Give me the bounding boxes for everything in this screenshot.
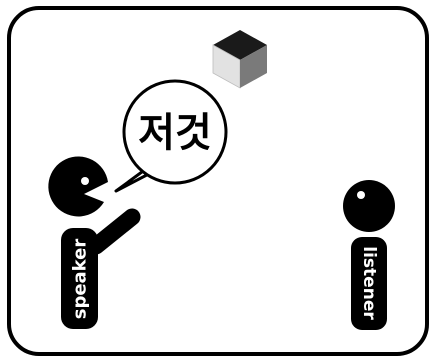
speaker-head [48, 156, 108, 216]
listener-eye [357, 191, 365, 199]
speaker-label: speaker [70, 239, 91, 320]
listener-label: listener [359, 246, 379, 320]
listener-head [343, 180, 395, 232]
speech-word: 저것 [138, 110, 212, 156]
speaker-eye [81, 177, 89, 185]
